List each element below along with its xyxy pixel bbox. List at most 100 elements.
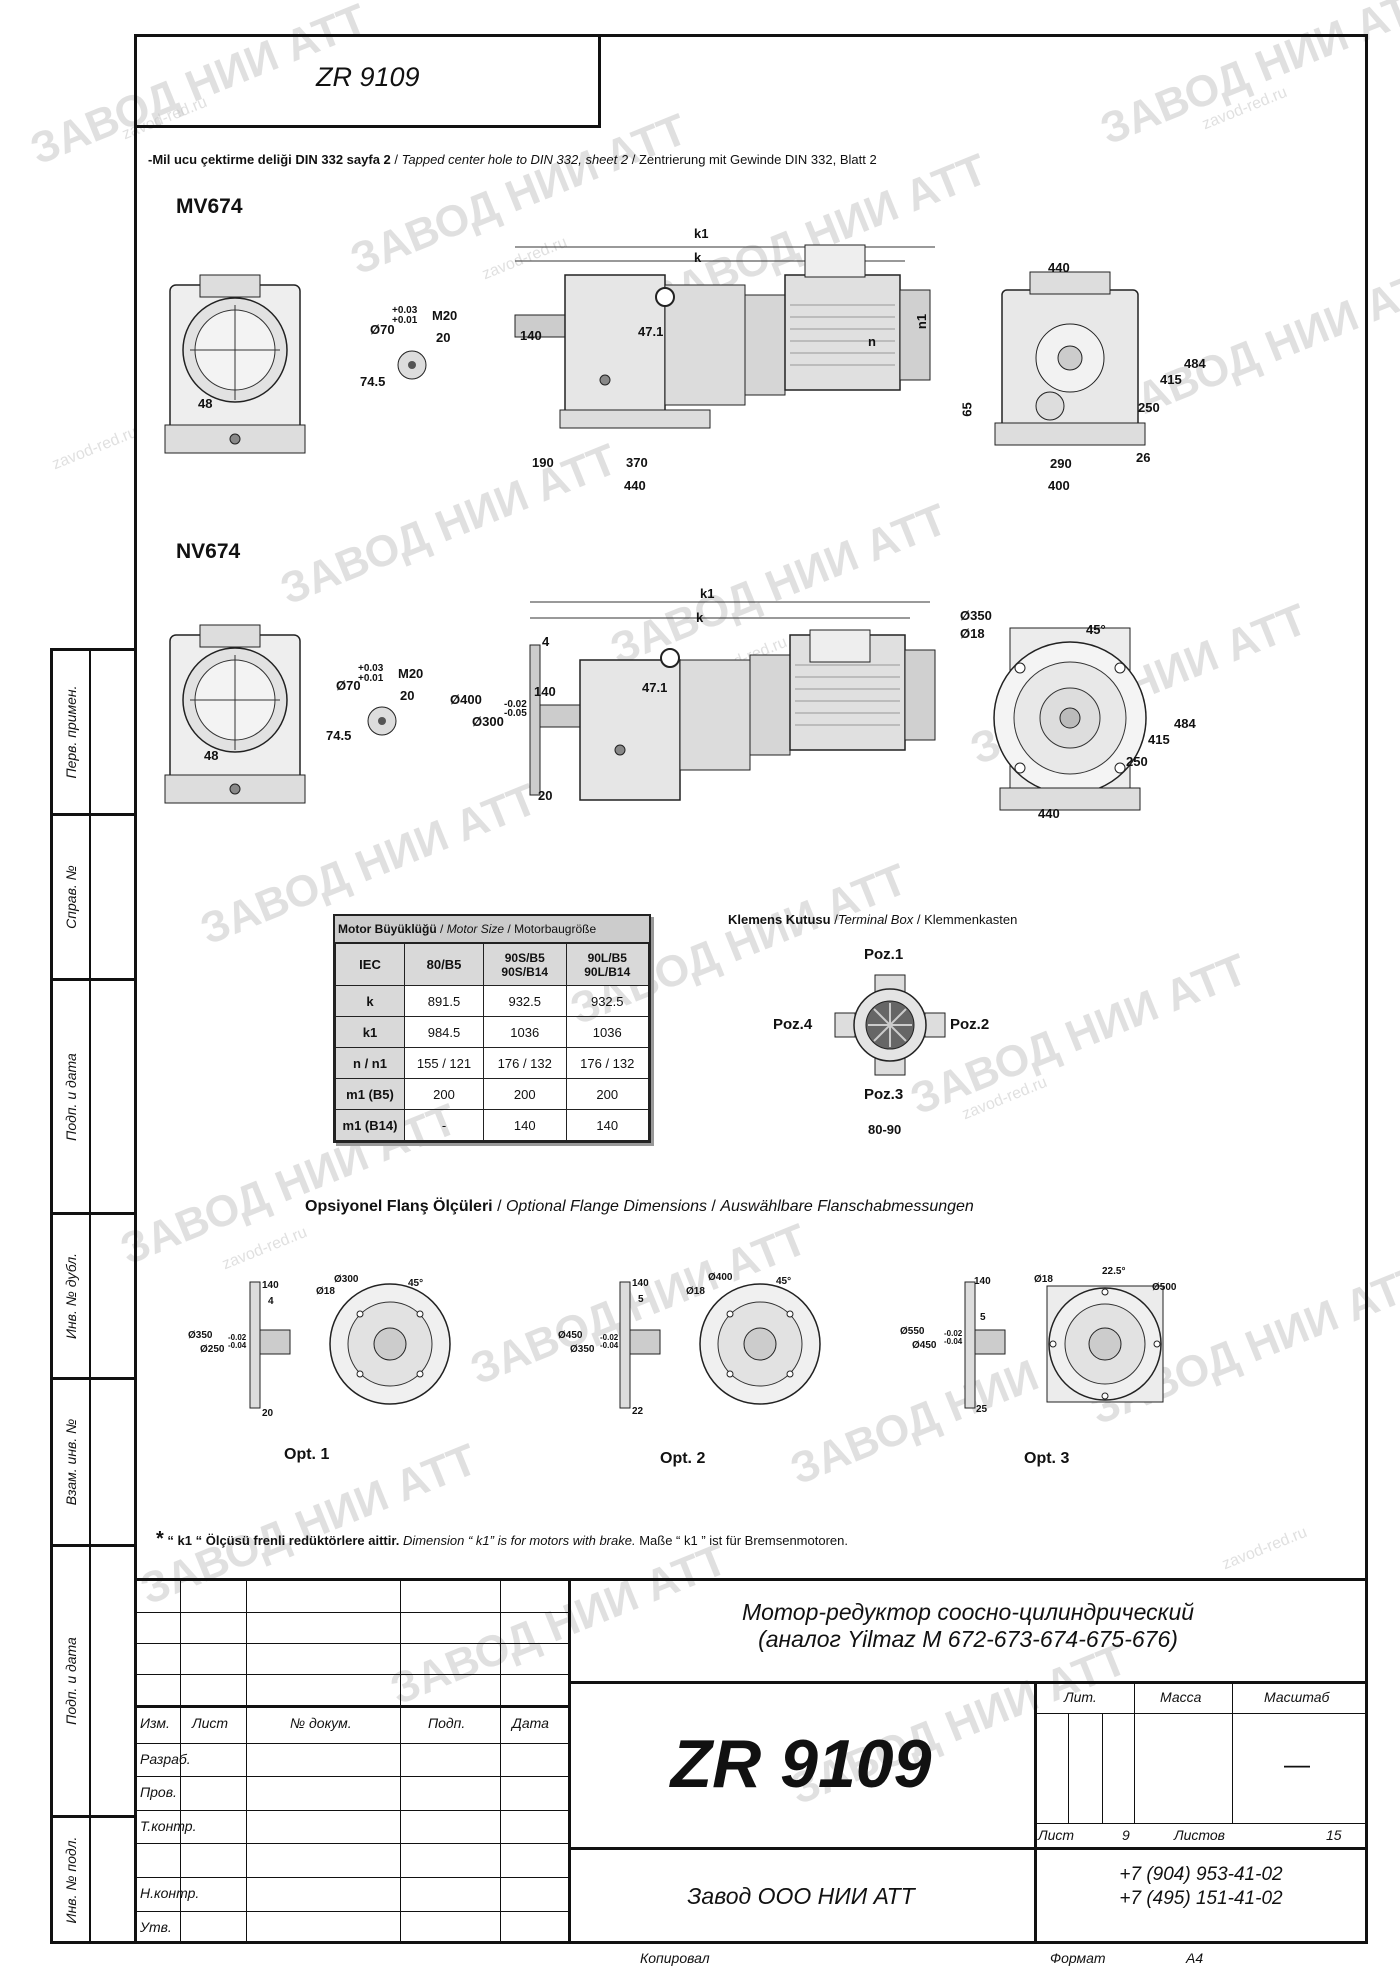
- side-block-vzam-inv: Взам. инв. №: [50, 1377, 134, 1547]
- nv674-dim-r484: 484: [1174, 716, 1196, 731]
- mv674-dim-k1: k1: [694, 226, 709, 241]
- opt3-dim-a: 140: [974, 1276, 991, 1287]
- terminal-size: 80-90: [868, 1122, 902, 1137]
- mv674-dim-370: 370: [626, 455, 648, 470]
- cell-sheets-label: Листов: [1174, 1827, 1225, 1843]
- opt3-dim-c: 25: [976, 1404, 988, 1415]
- note-de: Zentrierung mit Gewinde DIN 332, Blatt 2: [638, 152, 877, 167]
- mv674-dim-r400: 400: [1048, 478, 1070, 493]
- nv674-dim-r18: Ø18: [960, 626, 985, 641]
- opt3-dim-outer: Ø550: [900, 1326, 925, 1337]
- terminal-poz2: Poz.2: [950, 1016, 990, 1033]
- mv674-dim-n1: n1: [914, 313, 930, 330]
- terminal-box-diagram: [834, 974, 946, 1076]
- mv674-front-view: [994, 271, 1146, 446]
- side-block-sprav: Справ. №: [50, 813, 134, 981]
- nv674-shaft-detail: [367, 706, 397, 736]
- nv674-dim-d70: Ø70: [336, 678, 361, 693]
- opt2-dim-hole: Ø18: [686, 1286, 705, 1297]
- flange-opt2-drawing: [619, 1281, 821, 1409]
- side-block-inv-dubl: Инв. № дубл.: [50, 1212, 134, 1380]
- opt3-label: Opt. 3: [1024, 1450, 1070, 1467]
- nv674-flange-view: [993, 627, 1147, 811]
- mv674-dim-r290: 290: [1050, 456, 1072, 471]
- nv674-dim-48: 48: [204, 748, 219, 763]
- nv674-dim-745: 74.5: [326, 728, 352, 743]
- opt2-tol: -0.02-0.04: [600, 1333, 619, 1350]
- opt2-dim-c: 22: [632, 1406, 644, 1417]
- mv674-dim-190: 190: [532, 455, 554, 470]
- mv674-dim-48: 48: [198, 396, 213, 411]
- opt2-dim-pilot: Ø350: [570, 1344, 595, 1355]
- center-hole-note: -Mil ucu çektirme deliği DIN 332 sayfa 2…: [148, 152, 877, 167]
- mv674-dim-m20: M20: [432, 308, 458, 323]
- drawing-code-top: ZR 9109: [316, 62, 420, 92]
- phone-1: +7 (904) 953-41-02: [1119, 1864, 1283, 1885]
- mv674-dim-20: 20: [436, 330, 451, 345]
- side-block-perv-primen: Перв. примен.: [50, 648, 134, 816]
- scale-value: —: [1284, 1749, 1310, 1779]
- row-razrab: Разраб.: [140, 1751, 191, 1767]
- mv674-end-view: [164, 274, 306, 454]
- side-label: Перв. примен.: [63, 685, 79, 779]
- nv674-dim-d400: Ø400: [450, 692, 482, 707]
- mv674-title: MV674: [176, 195, 243, 218]
- hdr-data: Дата: [512, 1715, 549, 1731]
- motor-size-table: Motor Büyüklüğü / Motor Size / Motorbaug…: [333, 914, 651, 1143]
- hdr-izm: Изм.: [140, 1715, 170, 1731]
- opt1-dim-b: 4: [268, 1296, 274, 1307]
- opt2-dim-outer: Ø450: [558, 1330, 583, 1341]
- side-block-inv-podl: Инв. № подл.: [50, 1815, 134, 1944]
- title-block: Изм. Лист № докум. Подп. Дата Разраб. Пр…: [134, 1578, 1368, 1944]
- nv674-dim-k: k: [696, 610, 704, 625]
- table-title: Motor Büyüklüğü / Motor Size / Motorbaug…: [335, 916, 649, 943]
- terminal-box-title: Klemens Kutusu /Terminal Box / Klemmenka…: [728, 912, 1018, 927]
- mv674-dim-440: 440: [624, 478, 646, 493]
- opt2-dim-a: 140: [632, 1278, 649, 1289]
- nv674-dim-d300: Ø300: [472, 714, 504, 729]
- mv674-dim-k: k: [694, 250, 702, 265]
- opt2-dim-pcd: Ø400: [708, 1272, 733, 1283]
- side-label: Инв. № дубл.: [63, 1252, 79, 1340]
- mv674-dim-r26: 26: [1136, 450, 1151, 465]
- nv674-dim-m20: M20: [398, 666, 424, 681]
- nv674-dim-r250: 250: [1126, 754, 1148, 769]
- mv674-dim-d70: Ø70: [370, 322, 395, 337]
- opt2-dim-ang: 45°: [776, 1276, 792, 1287]
- nv674-dim-20: 20: [400, 688, 415, 703]
- row-tkontr: Т.контр.: [140, 1818, 197, 1834]
- flange-title: Opsiyonel Flanş Ölçüleri / Optional Flan…: [305, 1198, 974, 1215]
- opt1-tol: -0.02-0.04: [228, 1333, 247, 1350]
- side-label: Справ. №: [63, 865, 79, 929]
- mv674-dim-r484: 484: [1184, 356, 1206, 371]
- company-name: Завод ООО НИИ АТТ: [687, 1883, 915, 1909]
- nv674-dim-471: 47.1: [642, 680, 668, 695]
- side-label: Подп. и дата: [63, 1052, 79, 1141]
- note-tr: -Mil ucu çektirme deliği DIN 332 sayfa 2: [148, 152, 391, 167]
- terminal-poz1: Poz.1: [864, 946, 904, 963]
- row-prov: Пров.: [140, 1784, 177, 1800]
- side-block-podp-data-2: Подп. и дата: [50, 1544, 134, 1818]
- hdr-list: Лист: [192, 1715, 229, 1731]
- flange-opt1-drawing: [249, 1281, 451, 1409]
- opt1-dim-pilot: Ø250: [200, 1344, 225, 1355]
- side-label: Инв. № подл.: [63, 1836, 79, 1923]
- product-title-line2: (аналог Yilmaz M 672-673-674-675-676): [758, 1626, 1178, 1652]
- phone-2: +7 (495) 151-41-02: [1119, 1888, 1283, 1909]
- opt1-dim-hole: Ø18: [316, 1286, 335, 1297]
- terminal-poz3: Poz.3: [864, 1086, 904, 1103]
- code-cell: ZR 9109: [568, 1681, 1034, 1847]
- drawing-code-box: ZR 9109: [134, 34, 601, 128]
- opt2-label: Opt. 2: [660, 1450, 706, 1467]
- opt3-dim-hole: Ø18: [1034, 1274, 1053, 1285]
- note-en: Tapped center hole to DIN 332, sheet 2: [401, 152, 629, 167]
- drawing-code-main: ZR 9109: [670, 1726, 932, 1802]
- side-label: Взам. инв. №: [63, 1418, 79, 1506]
- nv674-dim-20b: 20: [538, 788, 553, 803]
- product-title: Мотор-редуктор соосно-цилиндрический (ан…: [568, 1581, 1368, 1681]
- watermark-url: zavod-red.ru: [49, 423, 140, 474]
